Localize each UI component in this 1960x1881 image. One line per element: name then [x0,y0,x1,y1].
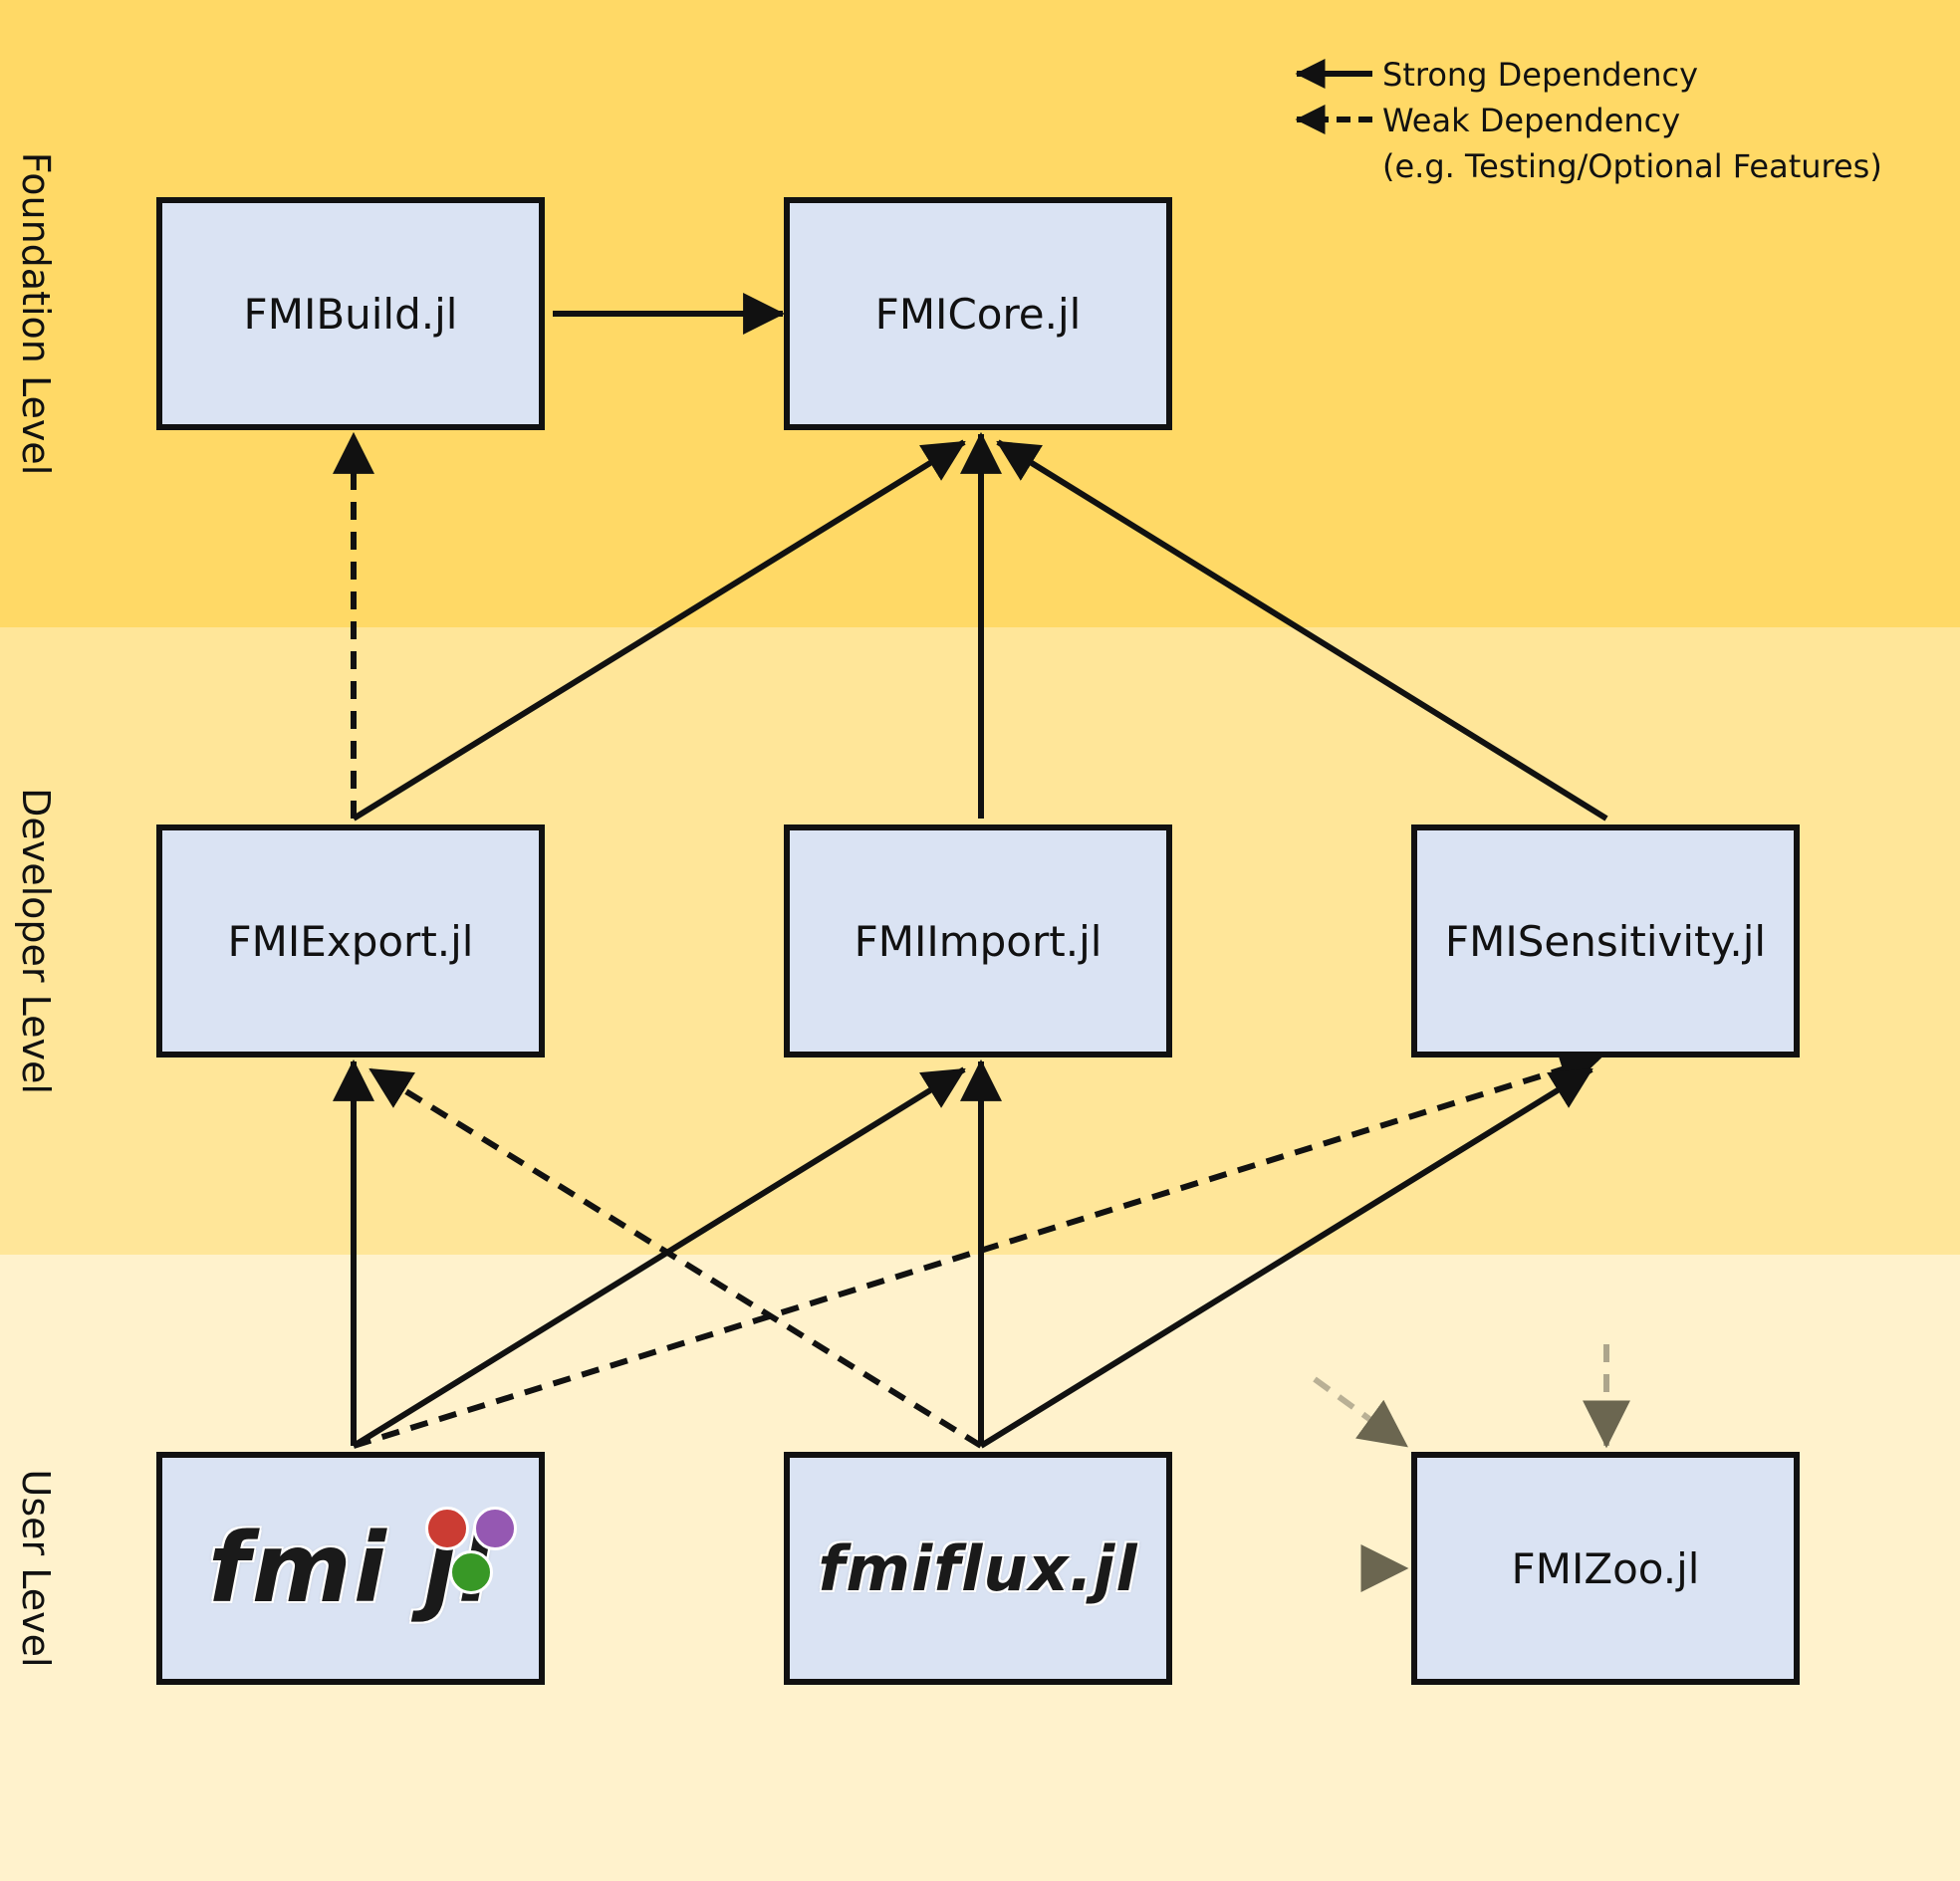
node-fmizoo: FMIZoo.jl [1411,1452,1800,1685]
node-fmizoo-label: FMIZoo.jl [1511,1543,1700,1593]
logo-dot-red [425,1507,470,1550]
fmi-jl-logo: fmi jl [208,1507,518,1624]
edge-fmi-fmisensitivity [353,1049,1603,1449]
legend: Strong Dependency Weak Dependency (e.g. … [1295,52,1882,189]
edge-fmisensitivity-fmicore [996,439,1608,822]
node-fmicore: FMICore.jl [784,197,1172,430]
legend-weak-label: Weak Dependency [1382,102,1681,139]
legend-strong-label: Strong Dependency [1382,56,1699,94]
node-fmisensitivity: FMISensitivity.jl [1411,824,1800,1058]
logo-dot-green [449,1550,494,1594]
node-fmibuild-label: FMIBuild.jl [243,289,458,339]
fmiflux-jl-logo-text: fmiflux.jl [818,1531,1138,1605]
node-fmi: fmi jl [156,1452,545,1685]
node-fmiflux: fmiflux.jl [784,1452,1172,1685]
node-fmicore-label: FMICore.jl [874,289,1082,339]
node-fmibuild: FMIBuild.jl [156,197,545,430]
edge-fmi-fmiimport [352,1066,966,1449]
node-fmiexport-label: FMIExport.jl [227,916,474,966]
edge-fmiflux-fmisensitivity [979,1066,1593,1449]
logo-dot-purple [473,1507,518,1550]
node-fmiimport-label: FMIImport.jl [854,916,1102,966]
edge-into-fmizoo-diagonal [1313,1376,1408,1449]
edge-fmiflux-fmiexport [368,1066,983,1449]
legend-glyphs [1295,59,1372,134]
node-fmiexport: FMIExport.jl [156,824,545,1058]
node-fmiimport: FMIImport.jl [784,824,1172,1058]
legend-weak-note: (e.g. Testing/Optional Features) [1382,147,1882,185]
edge-fmiexport-fmicore [352,439,966,822]
node-fmisensitivity-label: FMISensitivity.jl [1444,916,1767,966]
